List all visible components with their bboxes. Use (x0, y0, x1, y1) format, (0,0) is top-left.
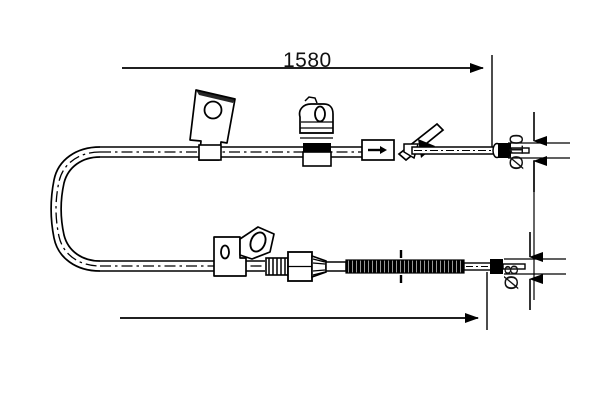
lower-rod-and-terminal (463, 259, 526, 274)
bottom-diameter-label: Ø8 (502, 264, 523, 290)
upper-mounting-bracket (189, 89, 236, 161)
overall-length-dimension (122, 55, 493, 152)
clip-hole-icon (314, 105, 326, 123)
lower-bracket-small-hole-icon (220, 244, 230, 260)
lower-spring-sheath (345, 250, 465, 283)
bottom-reference-dimension (120, 272, 488, 330)
upper-cable-run (100, 146, 380, 158)
lower-threaded-adjuster (265, 251, 347, 282)
upper-clip-fitting (298, 96, 334, 167)
bracket-hole-icon (203, 100, 223, 120)
top-diameter-label: Ø10 (507, 134, 528, 170)
lower-bracket-oval-hole-icon (249, 231, 267, 253)
cable-loop-bend (50, 146, 101, 272)
upper-rod-and-terminal (411, 142, 530, 159)
lower-mounting-bracket (213, 226, 275, 277)
bottom-diameter-dimension (504, 232, 566, 310)
upper-sleeve-fitting (361, 139, 395, 161)
overall-length-label: 1580 (283, 49, 332, 72)
